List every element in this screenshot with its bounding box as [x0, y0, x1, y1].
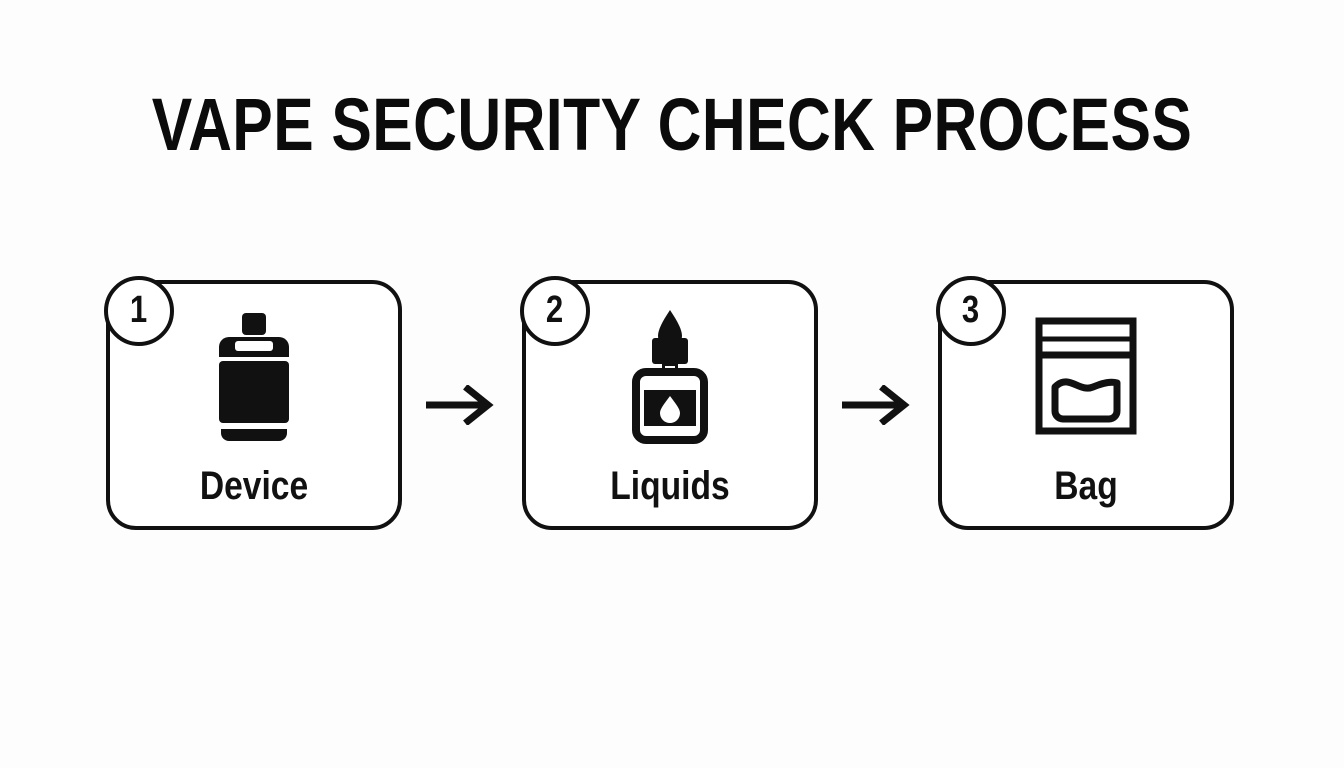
step-number-badge: 1	[104, 276, 174, 346]
flow-arrow-1	[402, 380, 522, 430]
flow-arrow-2	[818, 380, 938, 430]
step-number-label: 3	[962, 289, 980, 331]
eliquid-dropper-bottle-icon	[632, 310, 708, 444]
step-icon	[106, 306, 402, 446]
vape-device-icon	[219, 313, 289, 441]
process-step-device[interactable]: 1 Device	[104, 276, 402, 530]
step-label: Device	[199, 464, 309, 508]
step-number-badge: 3	[936, 276, 1006, 346]
step-number-badge: 2	[520, 276, 590, 346]
step-number-label: 2	[546, 289, 564, 331]
process-step-bag[interactable]: 3 Bag	[936, 276, 1234, 530]
right-arrow-icon	[842, 385, 910, 425]
process-step-liquids[interactable]: 2 Liquids	[520, 276, 818, 530]
step-label: Liquids	[610, 464, 730, 508]
process-flow: 1 Device	[104, 276, 1234, 530]
ziplock-bag-icon	[1035, 317, 1137, 435]
step-icon	[522, 306, 818, 446]
step-icon	[938, 306, 1234, 446]
step-label: Bag	[1054, 464, 1118, 508]
page-title: VAPE SECURITY CHECK PROCESS	[151, 83, 1193, 166]
right-arrow-icon	[426, 385, 494, 425]
step-number-label: 1	[130, 289, 148, 331]
